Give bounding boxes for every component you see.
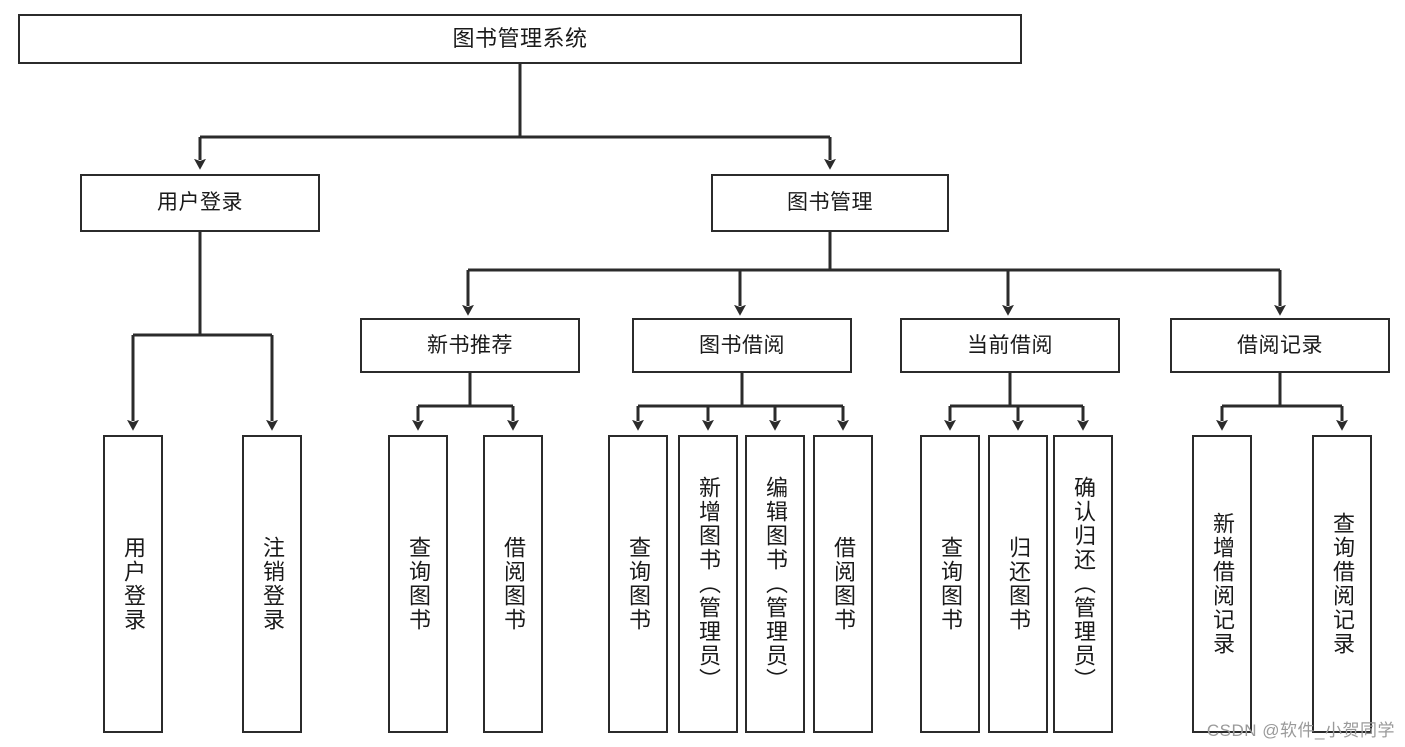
node-leaf-add-record[interactable]: 新增借阅记录	[1192, 435, 1252, 733]
node-leaf-return-book[interactable]: 归还图书	[988, 435, 1048, 733]
node-book-borrow-label: 图书借阅	[699, 333, 785, 357]
node-leaf-query-book-1-label: 查询图书	[405, 536, 431, 632]
node-current-borrow-label: 当前借阅	[967, 333, 1053, 357]
node-leaf-confirm-return-label: 确认归还（管理员）	[1070, 476, 1096, 692]
node-user-login-label: 用户登录	[157, 191, 243, 215]
node-new-book-recommend[interactable]: 新书推荐	[360, 318, 580, 373]
node-root[interactable]: 图书管理系统	[18, 14, 1022, 64]
node-leaf-query-record-label: 查询借阅记录	[1329, 512, 1355, 656]
node-leaf-borrow-book-2-label: 借阅图书	[830, 536, 856, 632]
node-leaf-add-book-label: 新增图书（管理员）	[695, 476, 721, 692]
node-leaf-borrow-book-2[interactable]: 借阅图书	[813, 435, 873, 733]
node-book-manage[interactable]: 图书管理	[711, 174, 949, 232]
node-leaf-confirm-return[interactable]: 确认归还（管理员）	[1053, 435, 1113, 733]
node-leaf-user-login-label: 用户登录	[120, 536, 146, 632]
node-leaf-logout-label: 注销登录	[259, 536, 285, 632]
node-root-label: 图书管理系统	[452, 25, 588, 51]
node-leaf-borrow-book-1[interactable]: 借阅图书	[483, 435, 543, 733]
node-leaf-query-book-2-label: 查询图书	[625, 536, 651, 632]
node-new-book-recommend-label: 新书推荐	[427, 333, 513, 357]
node-leaf-return-book-label: 归还图书	[1005, 536, 1031, 632]
watermark-text: CSDN @软件_小贺同学	[1206, 721, 1395, 740]
node-borrow-record-label: 借阅记录	[1237, 333, 1323, 357]
node-leaf-logout[interactable]: 注销登录	[242, 435, 302, 733]
node-leaf-edit-book[interactable]: 编辑图书（管理员）	[745, 435, 805, 733]
node-book-manage-label: 图书管理	[787, 191, 873, 215]
node-book-borrow[interactable]: 图书借阅	[632, 318, 852, 373]
node-leaf-query-book-2[interactable]: 查询图书	[608, 435, 668, 733]
node-leaf-query-book-3[interactable]: 查询图书	[920, 435, 980, 733]
node-leaf-query-book-3-label: 查询图书	[937, 536, 963, 632]
node-borrow-record[interactable]: 借阅记录	[1170, 318, 1390, 373]
node-user-login[interactable]: 用户登录	[80, 174, 320, 232]
node-current-borrow[interactable]: 当前借阅	[900, 318, 1120, 373]
node-leaf-borrow-book-1-label: 借阅图书	[500, 536, 526, 632]
node-leaf-user-login[interactable]: 用户登录	[103, 435, 163, 733]
node-leaf-add-record-label: 新增借阅记录	[1209, 512, 1235, 656]
node-leaf-edit-book-label: 编辑图书（管理员）	[762, 476, 788, 692]
node-leaf-add-book[interactable]: 新增图书（管理员）	[678, 435, 738, 733]
node-leaf-query-book-1[interactable]: 查询图书	[388, 435, 448, 733]
node-leaf-query-record[interactable]: 查询借阅记录	[1312, 435, 1372, 733]
